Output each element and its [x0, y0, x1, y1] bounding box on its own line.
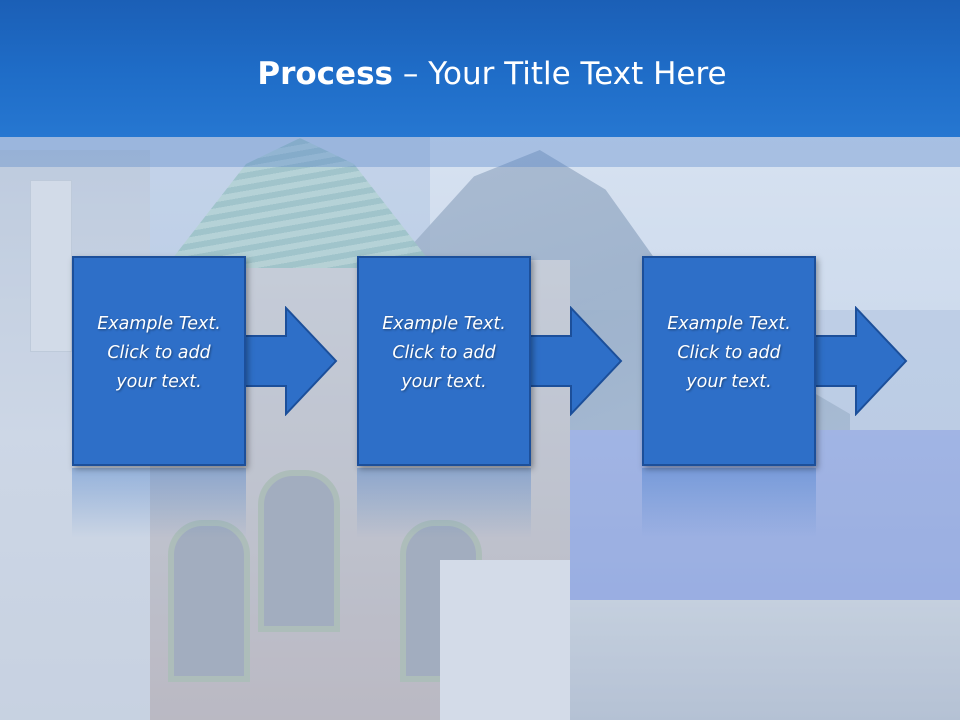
step-text-line: your text.	[116, 372, 202, 392]
process-step-3-text: Example Text. Click to add your text.	[644, 310, 814, 397]
arrow-right-icon	[238, 306, 338, 416]
process-step-2-text: Example Text. Click to add your text.	[359, 310, 529, 397]
step-text-line: your text.	[686, 372, 772, 392]
background-buildings	[440, 560, 570, 720]
step-reflection	[72, 468, 246, 538]
background-arch	[168, 520, 250, 682]
process-step-1[interactable]: Example Text. Click to add your text.	[72, 256, 246, 466]
process-step-3[interactable]: Example Text. Click to add your text.	[642, 256, 816, 466]
slide-title[interactable]: Process – Your Title Text Here	[0, 52, 960, 96]
title-bar	[0, 0, 960, 137]
process-step-2[interactable]: Example Text. Click to add your text.	[357, 256, 531, 466]
step-text-line: Example Text.	[667, 314, 791, 334]
step-reflection	[642, 468, 816, 538]
background-harbor	[540, 600, 960, 720]
arrow-right-icon	[808, 306, 908, 416]
step-text-line: Example Text.	[382, 314, 506, 334]
background-bell-tower	[30, 180, 72, 352]
step-text-line: your text.	[401, 372, 487, 392]
arrow-right-icon	[523, 306, 623, 416]
step-text-line: Example Text.	[97, 314, 221, 334]
slide-title-rest: – Your Title Text Here	[393, 56, 727, 92]
process-step-1-text: Example Text. Click to add your text.	[74, 310, 244, 397]
step-text-line: Click to add	[392, 343, 496, 363]
slide-title-bold: Process	[257, 56, 393, 92]
step-reflection	[357, 468, 531, 538]
step-text-line: Click to add	[677, 343, 781, 363]
title-bar-band	[0, 137, 960, 167]
step-text-line: Click to add	[107, 343, 211, 363]
background-arch	[258, 470, 340, 632]
